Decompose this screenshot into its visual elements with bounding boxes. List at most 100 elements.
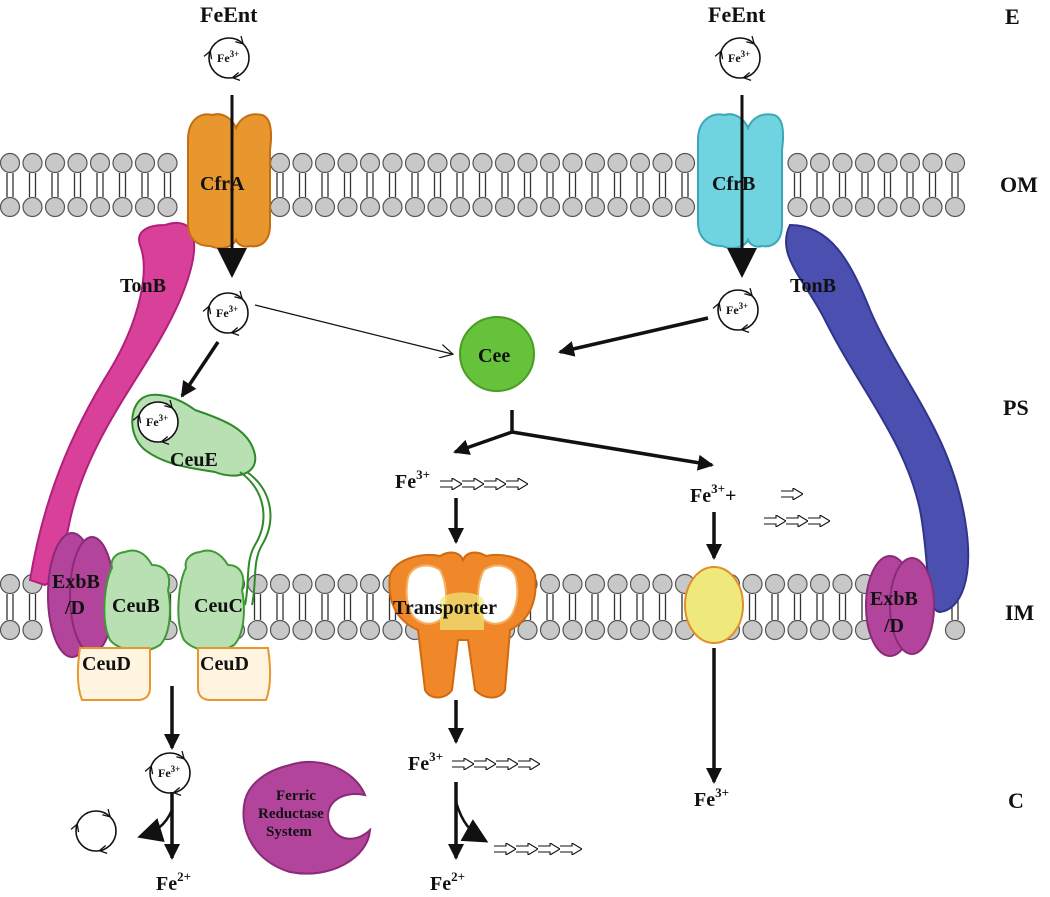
lipid-head — [584, 619, 606, 641]
fe3-ion-label: Fe3+ — [216, 304, 238, 320]
lipid-head — [292, 619, 313, 641]
fe3-ion-label: Fe3+ — [728, 49, 750, 65]
lipid-head — [314, 152, 336, 174]
lipid-head — [607, 573, 628, 595]
ceuB-label: CeuB — [112, 595, 160, 617]
lipid-head — [922, 196, 943, 218]
lipid-head — [539, 152, 561, 174]
lipid-head — [269, 619, 291, 641]
lipid-head — [877, 196, 898, 218]
cfrA-porin — [187, 113, 272, 249]
lipid-head — [809, 619, 831, 641]
pathway-arrows — [137, 95, 757, 860]
feEnt-left-title: FeEnt — [200, 2, 258, 27]
lipid-head — [809, 573, 831, 595]
lipid-head — [337, 196, 358, 218]
cee-protein — [459, 316, 535, 392]
lipid-head — [67, 152, 88, 174]
lipid-head — [944, 152, 966, 174]
lipid-head — [517, 196, 538, 218]
lipid-head — [157, 152, 178, 174]
ceuD-left-label: CeuD — [82, 653, 131, 675]
lipid-head — [607, 619, 628, 641]
lipid-head — [269, 152, 291, 174]
fragment-arrow — [452, 758, 474, 770]
lipid-head — [449, 152, 471, 174]
lipid-head — [382, 619, 403, 641]
exbBD-right-label-2: /D — [883, 615, 904, 637]
lipid-head — [247, 619, 268, 641]
exbBD-left-complex — [47, 532, 115, 658]
fragment-arrow — [781, 488, 803, 500]
fe2-mid-label: Fe2+ — [430, 869, 465, 895]
exbBD-left-label-2: /D — [64, 597, 85, 619]
lipid-head — [0, 196, 21, 218]
lipid-head — [539, 573, 561, 595]
lipid-head — [157, 196, 178, 218]
lipid-head — [944, 619, 966, 641]
lipid-head — [292, 196, 313, 218]
fragment-arrow — [462, 478, 484, 490]
compartment-extracellular: E — [1005, 4, 1020, 29]
lipid-head — [562, 196, 583, 218]
tonB-left-shape — [28, 221, 196, 587]
lipid-head — [562, 619, 583, 641]
lipid-head — [359, 152, 381, 174]
feEnt-right-periplasm: Fe3+ — [712, 287, 759, 334]
cee-label: Cee — [478, 345, 510, 367]
lipid-head — [652, 196, 673, 218]
feEnt-left-cytoplasm: Fe3+ — [144, 750, 191, 797]
lipid-head — [899, 196, 921, 218]
fragment-arrow — [494, 843, 516, 855]
lipid-head — [494, 152, 516, 174]
lipid-head — [674, 152, 696, 174]
lipid-head — [359, 196, 381, 218]
lipid-head — [832, 619, 853, 641]
lipid-head — [449, 196, 471, 218]
lipid-head — [562, 573, 583, 595]
lipid-head — [832, 573, 853, 595]
lipid-head — [584, 152, 606, 174]
lipid-head — [854, 152, 876, 174]
feEnt-left-periplasm: Fe3+ — [202, 290, 249, 337]
fe3-ion-label: Fe3+ — [217, 49, 239, 65]
fe3-right-label: Fe3++ — [690, 481, 736, 507]
lipid-head — [787, 152, 808, 174]
lipid-head — [427, 152, 448, 174]
feEnt-left-extracellular: Fe3+ — [203, 35, 250, 82]
lipid-head — [562, 152, 583, 174]
compartment-outer-membrane: OM — [1000, 172, 1038, 197]
lipid-head — [89, 196, 111, 218]
lipid-head — [652, 152, 673, 174]
tonB-left-label: TonB — [120, 275, 166, 297]
lipid-head — [809, 152, 831, 174]
fragment-arrow — [808, 515, 830, 527]
lipid-head — [247, 573, 268, 595]
lipid-head — [674, 196, 696, 218]
lipid-head — [922, 152, 943, 174]
lipid-head — [44, 152, 66, 174]
lipid-head — [404, 196, 426, 218]
lipid-head — [539, 619, 561, 641]
fragment-arrow — [496, 758, 518, 770]
ceuC-protein — [177, 549, 245, 652]
lipid-head — [22, 619, 43, 641]
lipid-head — [382, 152, 403, 174]
lipid-head — [292, 573, 313, 595]
fe3-ion-label: Fe3+ — [726, 301, 748, 317]
fragment-arrow — [440, 478, 462, 490]
lipid-head — [112, 152, 133, 174]
lipid-head — [494, 196, 516, 218]
lipid-head — [314, 619, 336, 641]
lipid-head — [112, 196, 133, 218]
lipid-head — [0, 573, 21, 595]
lipid-head — [134, 196, 156, 218]
siderophore-layer: Fe3+Fe3+Fe3+Fe3+Fe3+Fe3+ — [70, 35, 761, 855]
fragment-arrow — [538, 843, 560, 855]
lipid-head — [404, 152, 426, 174]
lipid-head — [584, 196, 606, 218]
lipid-head — [427, 196, 448, 218]
ceuD-left-protein — [76, 647, 151, 701]
lipid-head — [269, 573, 291, 595]
lipid-head — [832, 152, 853, 174]
